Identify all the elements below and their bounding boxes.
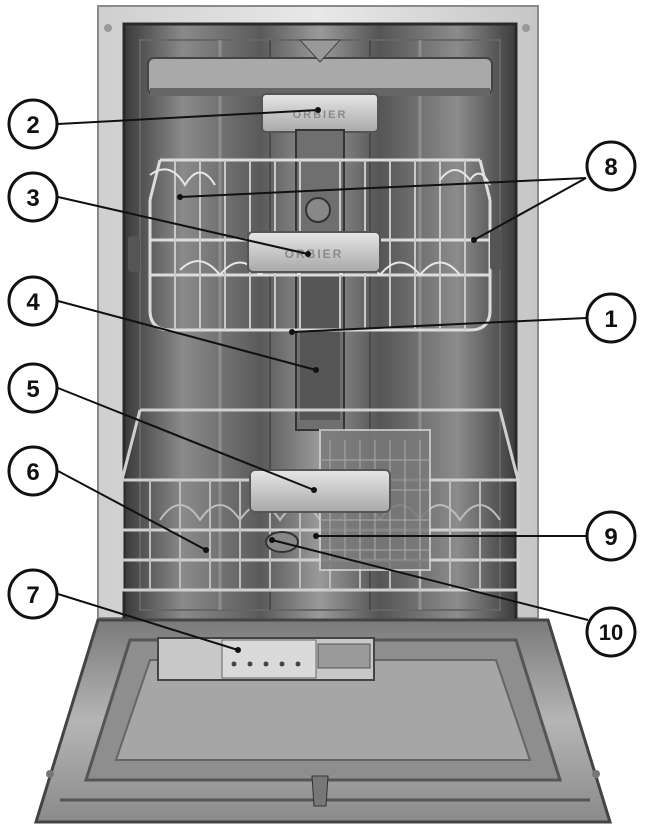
callout-2: 2	[7, 98, 59, 150]
brand-mark-top: ORBIER	[293, 109, 348, 121]
leader-line-10	[271, 539, 589, 621]
leader-line-2	[57, 109, 319, 125]
basket-wheel-right	[490, 230, 502, 270]
door-latch	[311, 775, 329, 807]
callout-label-10: 10	[599, 620, 623, 645]
callout-label-8: 8	[604, 154, 617, 181]
basket-wheel-left	[128, 236, 140, 272]
brand-mark-middle: ORBIER	[285, 247, 344, 261]
callout-label-7: 7	[26, 582, 39, 609]
callout-4: 4	[7, 275, 59, 327]
callout-8: 8	[585, 140, 637, 192]
callout-5: 5	[7, 362, 59, 414]
water-supply-pipe	[295, 129, 345, 431]
leader-line-4	[57, 300, 317, 371]
leader-line-1	[291, 317, 587, 333]
callout-label-6: 6	[26, 459, 39, 486]
callout-7: 7	[7, 568, 59, 620]
leader-line-5	[57, 387, 315, 491]
callout-label-9: 9	[604, 524, 617, 551]
callout-3: 3	[7, 171, 59, 223]
callout-label-5: 5	[26, 376, 39, 403]
leader-line-3	[57, 196, 309, 255]
lower-spray-arm	[249, 469, 391, 513]
callout-label-2: 2	[26, 112, 39, 139]
screw-top-left	[104, 24, 112, 32]
leader-line-6	[57, 470, 207, 551]
screw-top-right	[522, 24, 530, 32]
callout-label-3: 3	[26, 185, 39, 212]
leader-line-7	[57, 593, 239, 651]
leader-lines	[57, 109, 589, 651]
leader-line-8b	[473, 177, 587, 241]
callout-6: 6	[7, 445, 59, 497]
callout-label-4: 4	[26, 289, 40, 316]
callout-label-1: 1	[604, 306, 617, 333]
callout-10: 10	[585, 606, 637, 658]
leader-dots	[177, 107, 477, 653]
detergent-dispenser	[157, 637, 375, 681]
leader-line-8a	[179, 177, 587, 198]
callout-9: 9	[585, 510, 637, 562]
middle-spray-arm: ORBIER	[247, 231, 381, 273]
callout-1: 1	[585, 292, 637, 344]
